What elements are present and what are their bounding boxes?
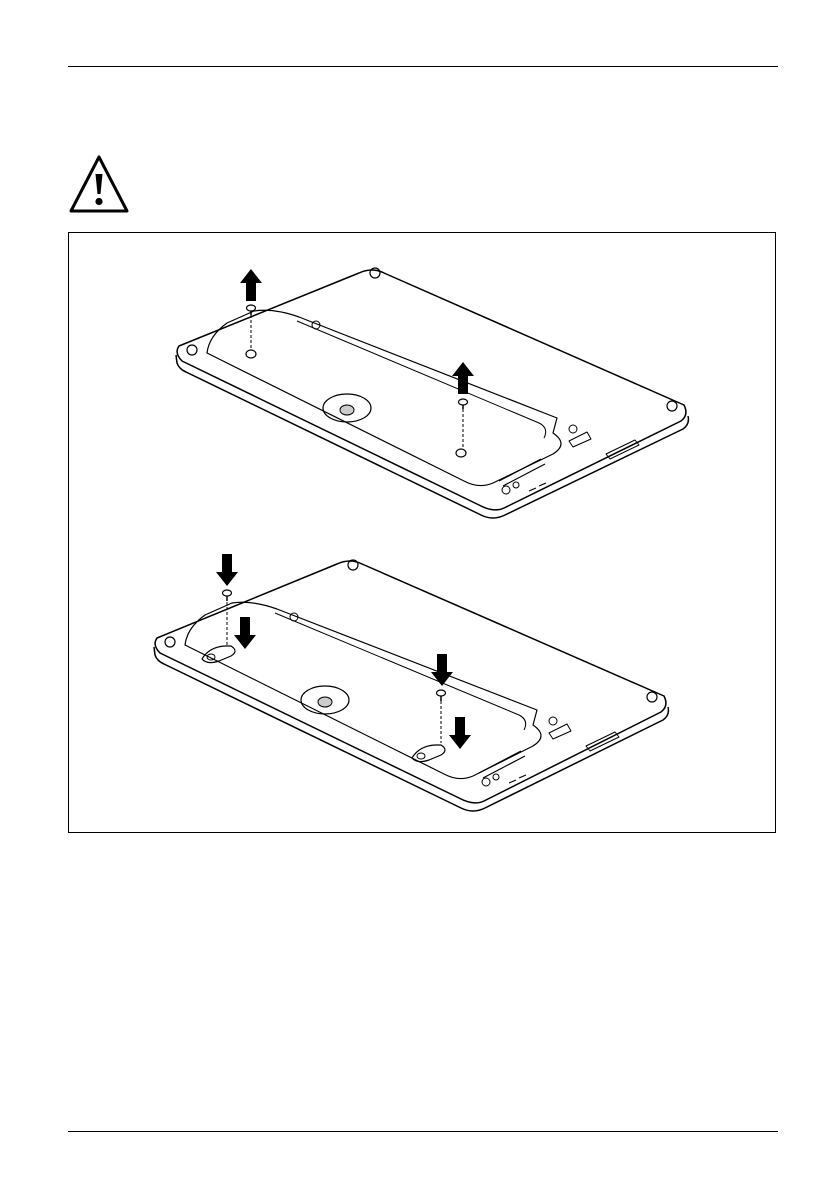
arrow-down-icon — [216, 554, 238, 586]
footer-rule — [68, 1131, 778, 1132]
screw-icon — [223, 590, 232, 601]
illustration-canvas — [69, 233, 777, 834]
header-rule — [68, 66, 778, 67]
illustration-frame — [68, 232, 776, 833]
tablet-back-insert-screws-illustration — [154, 560, 668, 811]
warning-triangle-icon — [68, 154, 130, 214]
arrow-up-icon — [240, 269, 262, 301]
tablet-back-remove-screws-illustration — [176, 268, 688, 518]
